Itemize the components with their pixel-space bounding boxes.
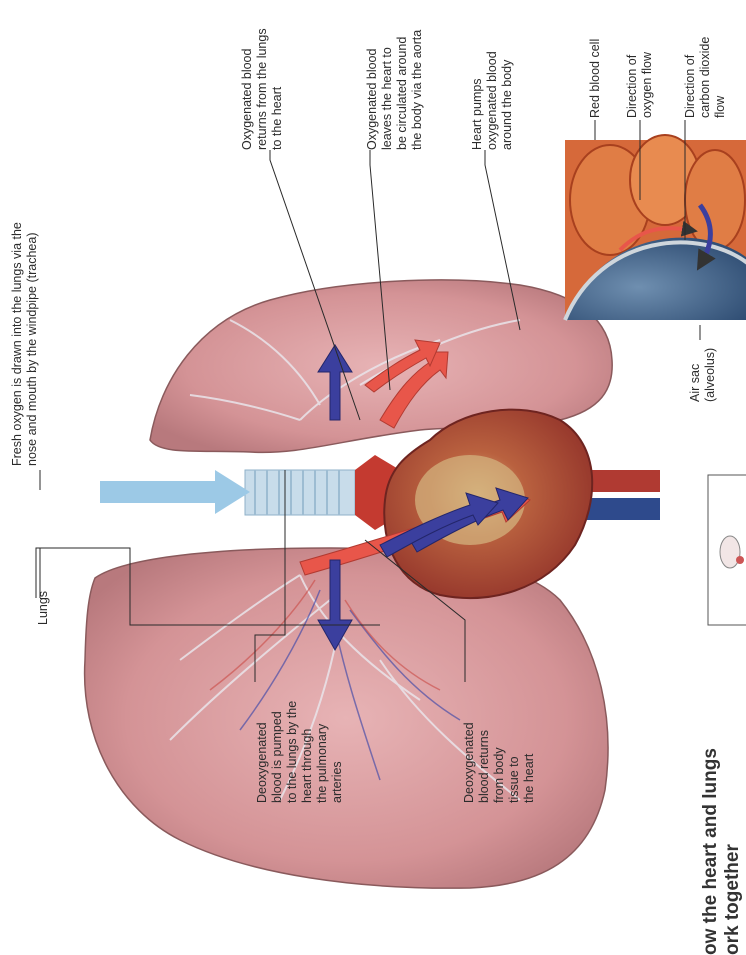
label-line: to the heart xyxy=(270,28,285,150)
label-line: blood returns xyxy=(477,722,492,803)
left-lung xyxy=(85,548,608,888)
label-oxygen-flow: Direction of oxygen flow xyxy=(625,52,655,118)
label-line: Oxygenated blood xyxy=(365,30,380,150)
label-line: Direction of xyxy=(625,52,640,118)
label-line: Direction of xyxy=(683,37,698,118)
label-line: Oxygenated blood xyxy=(240,28,255,150)
alveolus-inset xyxy=(565,135,746,320)
label-line: oxygenated blood xyxy=(485,51,500,150)
label-line: tissue to xyxy=(507,722,522,803)
label-fresh-oxygen: Fresh oxygen is drawn into the lungs via… xyxy=(10,222,40,466)
page-title: ow the heart and lungs ork together xyxy=(700,748,744,955)
label-line: flow xyxy=(713,37,728,118)
label-line: leaves the heart to xyxy=(380,30,395,150)
label-line: Deoxygenated xyxy=(255,701,270,803)
label-co2-flow: Direction of carbon dioxide flow xyxy=(683,37,728,118)
label-line: be circulated around xyxy=(395,30,410,150)
label-line: carbon dioxide xyxy=(698,37,713,118)
title-line: ow the heart and lungs xyxy=(700,748,722,955)
label-line: blood is pumped xyxy=(270,701,285,803)
label-line: nose and mouth by the windpipe (trachea) xyxy=(25,222,40,466)
label-line: returns from the lungs xyxy=(255,28,270,150)
label-heart-pumps: Heart pumps oxygenated blood around the … xyxy=(470,51,515,150)
label-line: arteries xyxy=(330,701,345,803)
label-line: Heart pumps xyxy=(470,51,485,150)
label-line: heart through xyxy=(300,701,315,803)
label-lungs: Lungs xyxy=(36,591,51,625)
label-deoxy-returns: Deoxygenated blood returns from body tis… xyxy=(462,722,537,803)
label-line: around the body xyxy=(500,51,515,150)
label-line: the pulmonary xyxy=(315,701,330,803)
label-line: from body xyxy=(492,722,507,803)
title-line: ork together xyxy=(722,748,744,955)
label-line: to the lungs by the xyxy=(285,701,300,803)
label-line: the body via the aorta xyxy=(410,30,425,150)
label-line: Air sac xyxy=(688,348,703,402)
label-air-sac: Air sac (alveolus) xyxy=(688,348,718,402)
label-line: the heart xyxy=(522,722,537,803)
label-oxygenated-returns: Oxygenated blood returns from the lungs … xyxy=(240,28,285,150)
label-line: oxygen flow xyxy=(640,52,655,118)
label-line: Red blood cell xyxy=(588,39,603,118)
label-line: Lungs xyxy=(36,591,51,625)
small-inset-box xyxy=(708,475,746,625)
label-line: Deoxygenated xyxy=(462,722,477,803)
label-oxygenated-leaves: Oxygenated blood leaves the heart to be … xyxy=(365,30,425,150)
label-line: (alveolus) xyxy=(703,348,718,402)
label-line: Fresh oxygen is drawn into the lungs via… xyxy=(10,222,25,466)
label-red-blood-cell: Red blood cell xyxy=(588,39,603,118)
label-deoxy-pumped: Deoxygenated blood is pumped to the lung… xyxy=(255,701,345,803)
